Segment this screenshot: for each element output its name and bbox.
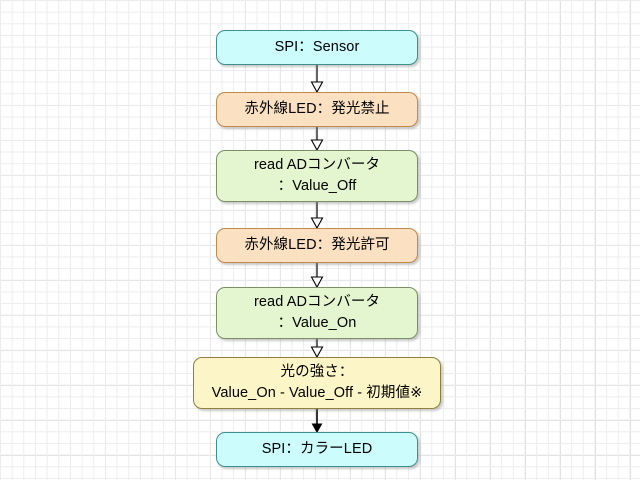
flow-node-label: read ADコンバータ ：Value_On [253,293,381,331]
flow-node-label: SPI：Sensor [274,38,360,55]
arrow-4-head [310,276,324,289]
flow-node-light-intensity[interactable]: 光の強さ： Value_On - Value_Off - 初期値※ [193,357,441,409]
flow-node-ir-led-off[interactable]: 赤外線LED：発光禁止 [216,92,418,127]
arrow-6-head [311,423,323,434]
arrow-2-head [310,139,324,152]
arrow-5-head [310,346,324,359]
flow-node-label: 赤外線LED：発光禁止 [244,100,390,117]
flow-node-label: 赤外線LED：発光許可 [244,236,390,253]
arrow-1-head [310,81,324,94]
flow-node-read-ad-value-off[interactable]: read ADコンバータ ：Value_Off [216,150,418,202]
flow-node-spi-color-led[interactable]: SPI：カラーLED [216,432,418,467]
arrow-3-head [310,217,324,230]
flow-node-label: 光の強さ： Value_On - Value_Off - 初期値※ [211,363,423,401]
flow-node-read-ad-value-on[interactable]: read ADコンバータ ：Value_On [216,287,418,339]
flow-node-spi-sensor[interactable]: SPI：Sensor [216,30,418,65]
flow-node-label: read ADコンバータ ：Value_Off [253,156,381,194]
flow-node-label: SPI：カラーLED [261,440,373,457]
flow-node-ir-led-on[interactable]: 赤外線LED：発光許可 [216,228,418,263]
